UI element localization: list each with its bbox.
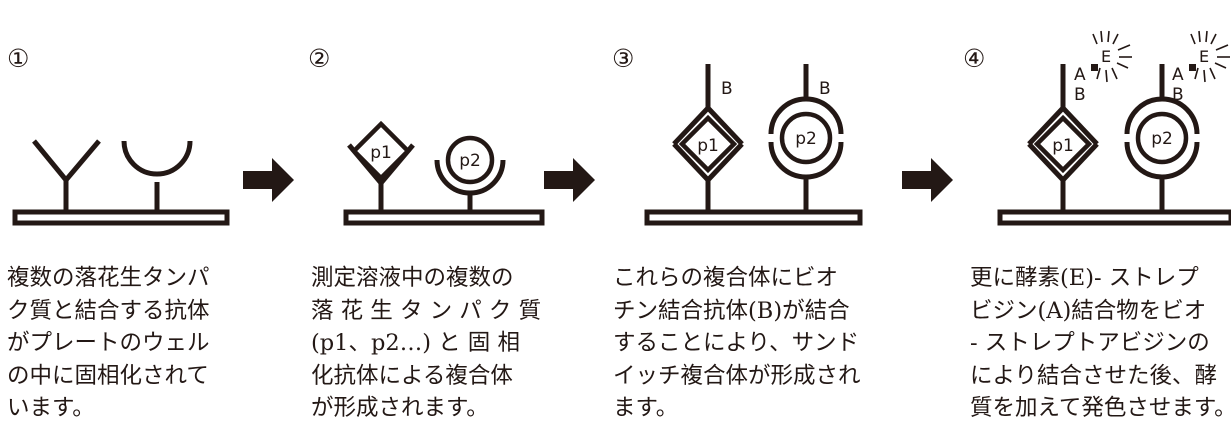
step-4-description: 更に酵素(E)- ストレプ ビジン(A)結合物をビオ - ストレプトアビジンの …: [970, 265, 1231, 422]
step-2-illustration: p1 p2: [343, 120, 545, 226]
enzyme-label-2: E: [1199, 47, 1209, 66]
protein-p2-label: p2: [459, 151, 481, 171]
color-spark-icon: [1092, 30, 1133, 83]
protein-p1: [350, 120, 412, 182]
right-arrow-icon: [544, 158, 595, 202]
step-3-description: これらの複合体にビオ チン結合抗体(B)が結合 することにより、サンド イッチ複…: [613, 265, 861, 422]
protein-p1: [1033, 114, 1093, 174]
plate: [644, 209, 863, 226]
protein-p2-label: p2: [795, 129, 817, 149]
color-spark-icon: [1190, 30, 1231, 83]
enzyme-square-2: [1189, 64, 1196, 71]
streptavidin-label-1: A: [1074, 65, 1086, 85]
step-2-number: ②: [308, 44, 330, 73]
step-1-description: 複数の落花生タンパ ク質と結合する抗体 がプレートのウェル の中に固相化されて …: [7, 265, 210, 422]
protein-p2: [1135, 111, 1189, 165]
elisa-diagram: ① ② ③ ④ p1 p2: [7, 30, 1231, 226]
biotin-label-2: B: [1172, 85, 1184, 105]
biotin-label-1: B: [721, 79, 733, 99]
plate: [997, 209, 1231, 226]
protein-p2: [445, 135, 495, 185]
step-3-illustration: p1 p2 B B: [644, 64, 863, 226]
enzyme-label-1: E: [1101, 47, 1111, 66]
enzyme-square-1: [1091, 64, 1098, 71]
plate: [12, 209, 230, 226]
step-2-description: 測定溶液中の複数の 落 花 生 タ ン パ ク 質 (p1、p2…) と 固 相…: [311, 265, 542, 422]
biotin-label-1: B: [1074, 85, 1086, 105]
step-3-number: ③: [612, 44, 634, 73]
step-4-number: ④: [963, 44, 985, 73]
right-arrow-icon: [243, 158, 294, 202]
step-1-number: ①: [7, 44, 29, 73]
step-4-illustration: p1 p2 B A E B A E: [997, 30, 1231, 226]
protein-p2: [779, 111, 833, 165]
biotin-label-2: B: [819, 79, 831, 99]
protein-p1-label: p1: [370, 143, 392, 163]
protein-p1: [678, 114, 738, 174]
right-arrow-icon: [902, 158, 953, 202]
y-antibody-1: [32, 139, 101, 212]
streptavidin-label-2: A: [1172, 65, 1184, 85]
protein-p1-label: p1: [1052, 136, 1074, 156]
u-antibody-2: [121, 140, 193, 212]
protein-p2-label: p2: [1151, 129, 1173, 149]
step-1-illustration: [12, 139, 230, 226]
plate: [343, 209, 545, 226]
protein-p1-label: p1: [697, 136, 719, 156]
